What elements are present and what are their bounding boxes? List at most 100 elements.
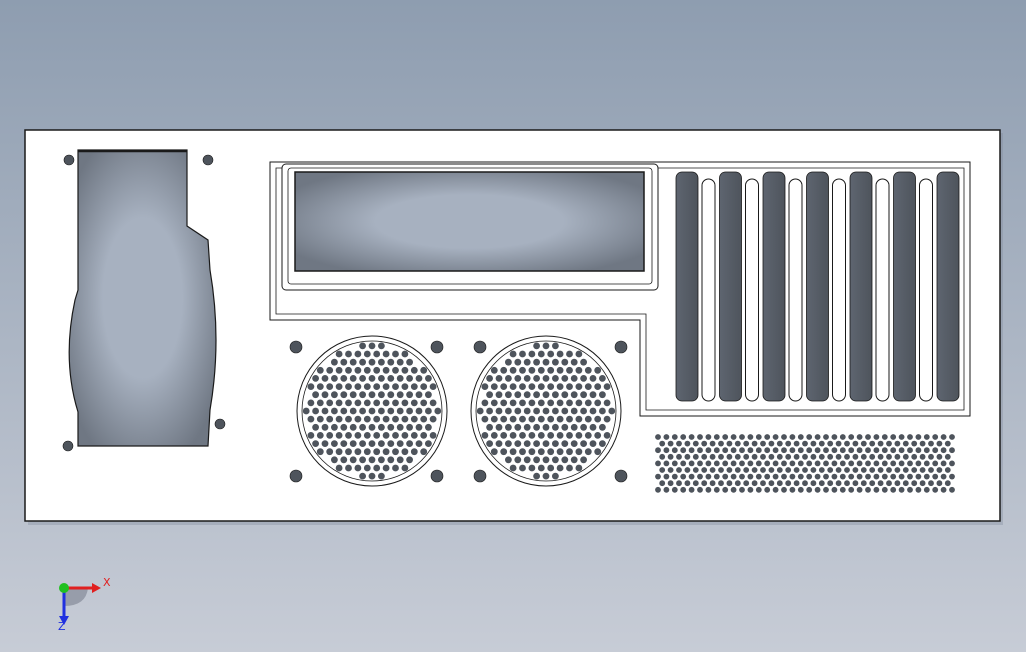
vent-grid-hole — [671, 460, 678, 467]
vent-grid-hole — [776, 453, 783, 460]
grill-hole — [500, 415, 508, 423]
vent-grid-hole — [793, 480, 800, 487]
grill-hole — [523, 391, 531, 399]
vent-grid-hole — [755, 486, 762, 493]
vent-grid-hole — [852, 467, 859, 473]
grill-hole — [533, 456, 540, 464]
vent-grid-hole — [881, 486, 888, 493]
vent-grid-hole — [701, 467, 708, 473]
grill-hole — [505, 440, 512, 447]
vent-grid-hole — [755, 460, 762, 467]
grill-hole — [580, 391, 587, 399]
vent-grid-hole — [718, 453, 724, 460]
grill-hole — [509, 399, 517, 407]
vent-grid-hole — [755, 434, 762, 440]
vent-grid-hole — [802, 453, 808, 460]
vent-grid-hole — [835, 440, 842, 447]
display-window[interactable] — [294, 171, 645, 272]
grill-hole — [387, 407, 395, 415]
grill-hole — [486, 407, 493, 415]
fan-grill-right[interactable] — [470, 335, 628, 487]
vent-grid-hole — [902, 440, 909, 447]
psu-cutout[interactable] — [68, 149, 217, 447]
vent-grid-hole — [865, 447, 871, 454]
grill-hole — [331, 440, 338, 447]
grill-hole — [570, 358, 578, 366]
vent-grid-hole — [907, 447, 913, 454]
vent-grid-hole — [671, 447, 678, 454]
grill-hole — [410, 432, 418, 439]
grill-hole — [415, 423, 423, 431]
raised-boss-outline[interactable] — [269, 161, 971, 417]
vent-grid-hole — [936, 453, 943, 460]
grill-hole — [566, 448, 573, 456]
triad-shadow — [64, 588, 88, 606]
vent-grid-hole — [839, 434, 846, 440]
grill-hole — [570, 423, 578, 431]
grill-hole — [552, 391, 559, 399]
vent-grid-hole — [692, 467, 699, 473]
vent-grid-hole — [890, 473, 897, 480]
vent-grid-hole — [844, 453, 850, 460]
vent-grid-hole — [928, 453, 934, 460]
fan-grill-left[interactable] — [289, 335, 448, 487]
perforated-vent-grid[interactable] — [655, 434, 955, 493]
vent-grid-hole — [831, 486, 838, 493]
grill-hole — [382, 366, 390, 374]
grill-hole — [392, 383, 399, 390]
grill-hole — [368, 423, 376, 431]
grill-hole — [373, 350, 381, 358]
vent-grid-hole — [844, 440, 850, 447]
vent-grid-hole — [915, 473, 922, 480]
vent-grid-hole — [802, 440, 808, 447]
vent-grid-hole — [898, 447, 905, 454]
vent-grid-hole — [915, 434, 922, 440]
grill-hole — [359, 407, 366, 415]
grill-hole — [396, 423, 404, 431]
grill-hole — [345, 415, 352, 423]
grill-hole — [495, 407, 503, 415]
grill-hole — [589, 440, 597, 447]
vent-grid-hole — [764, 460, 771, 467]
vent-grid-hole — [844, 480, 850, 487]
grill-hole — [552, 358, 559, 366]
vent-grid-hole — [655, 460, 661, 467]
vent-grid-hole — [814, 460, 821, 467]
grill-hole — [396, 440, 404, 447]
vent-grid-hole — [680, 473, 687, 480]
grill-hole — [312, 423, 319, 431]
grill-hole — [396, 456, 404, 464]
grill-hole — [580, 358, 587, 366]
fan-grill-inner-ring — [475, 340, 617, 482]
grill-hole — [429, 432, 437, 439]
grill-hole — [359, 423, 366, 431]
front-panel-part[interactable] — [24, 129, 1003, 525]
grill-hole — [533, 472, 540, 480]
vent-grid-hole — [881, 447, 888, 454]
grill-hole — [523, 440, 531, 447]
grill-hole — [345, 350, 352, 358]
vent-grid-hole — [865, 486, 871, 493]
grill-hole — [575, 415, 583, 423]
grill-hole — [514, 456, 522, 464]
grill-hole — [406, 423, 413, 431]
vent-grid-hole — [890, 460, 897, 467]
triad-y-axis — [59, 583, 69, 593]
fan-grill-inner-ring — [301, 340, 443, 482]
grill-hole — [490, 383, 498, 390]
vent-grid-hole — [713, 460, 720, 467]
vent-grid-hole — [730, 460, 737, 467]
grill-hole — [584, 399, 592, 407]
grill-hole — [533, 407, 540, 415]
coordinate-triad — [59, 583, 101, 625]
vent-grid-hole — [692, 440, 699, 447]
grill-hole — [331, 375, 338, 382]
vent-slot — [762, 171, 786, 402]
grill-hole — [406, 391, 413, 399]
grill-hole — [331, 423, 338, 431]
grill-hole — [307, 415, 315, 423]
grill-hole — [556, 399, 564, 407]
grill-hole — [363, 383, 371, 390]
vent-grid-hole — [797, 434, 804, 440]
